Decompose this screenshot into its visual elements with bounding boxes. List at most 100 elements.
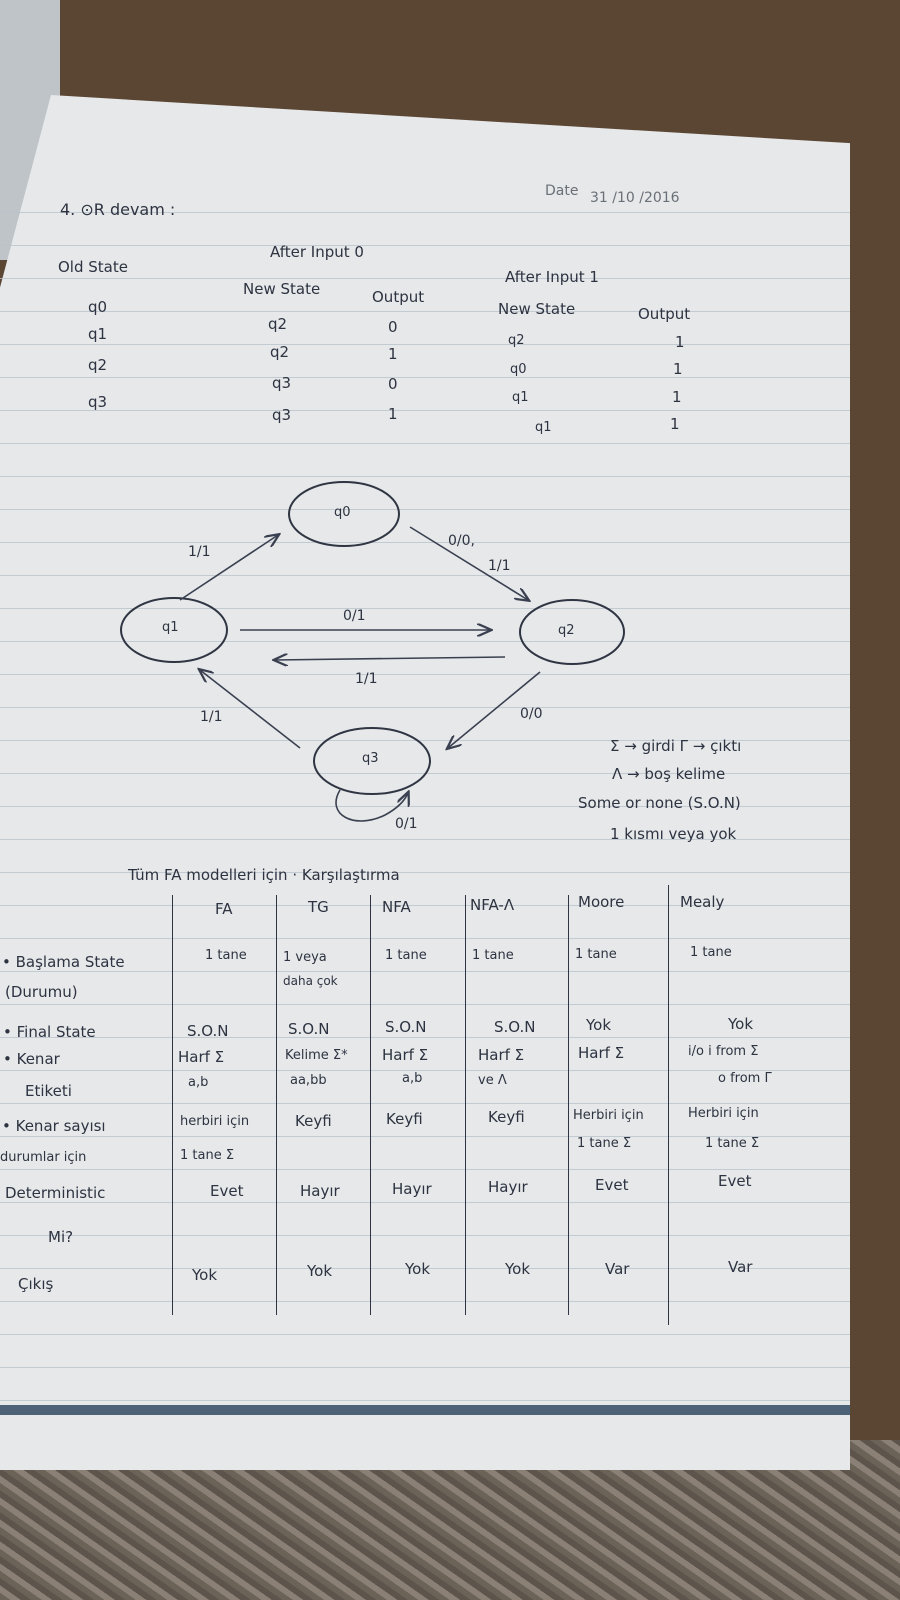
cell-edge-fa: Harf Σ [178, 1048, 225, 1066]
cell-count-fa: herbiri için [180, 1114, 250, 1129]
cell-edge-nfa: Harf Σ [382, 1046, 429, 1064]
col-new-state-input1: New State [498, 300, 576, 318]
edge-label: 0/1 [395, 816, 418, 832]
cell-old-state: q1 [88, 325, 108, 343]
cell-final-tg: S.O.N [288, 1020, 330, 1038]
comparison-title: Tüm FA modelleri için · Karşılaştırma [128, 866, 400, 884]
edge-q3-q1 [200, 670, 301, 749]
state-q2-label: q2 [558, 623, 575, 638]
cell-old-state: q3 [88, 393, 108, 411]
edge-q2-q3 [448, 671, 541, 748]
cell-out-nfa-lambda: Yok [505, 1260, 531, 1278]
cell-count-nfa-lambda: Keyfi [488, 1108, 525, 1126]
cell-out-tg: Yok [307, 1262, 333, 1280]
header-moore: Moore [578, 893, 625, 911]
cell-start-nfa: 1 tane [385, 948, 427, 963]
cell-out-nfa: Yok [405, 1260, 431, 1278]
state-diagram: q0 q1 q2 q3 1/1 0/0, 1/1 0/1 1/1 1/1 0/0… [120, 481, 625, 832]
edge-label: 1/1 [488, 558, 511, 574]
header-mealy: Mealy [680, 893, 725, 911]
cell-count-nfa: Keyfi [386, 1110, 423, 1128]
page-bottom-band [0, 1405, 850, 1415]
col-output-input1: Output [638, 305, 691, 323]
cell-edge-moore: Harf Σ [578, 1044, 625, 1062]
group-header-input0: After Input 0 [270, 243, 364, 261]
cell-new-state-0: q2 [268, 315, 288, 333]
cell-edge-nfa-lambda-example: ve Λ [478, 1073, 507, 1088]
cell-det-tg: Hayır [300, 1182, 340, 1200]
cell-count-moore: Herbiri için [573, 1108, 644, 1123]
cell-new-state-0: q2 [270, 343, 290, 361]
cell-output-1: 1 [673, 360, 683, 378]
cell-output-0: 0 [388, 375, 398, 393]
state-q3-label: q3 [362, 751, 379, 766]
cell-output-0: 1 [388, 405, 398, 423]
row-label-final-state: • Final State [3, 1023, 96, 1041]
row-label-edge-sub: Etiketi [25, 1082, 72, 1100]
edge-label: 1/1 [355, 671, 378, 687]
row-label-start-state: • Başlama State [2, 953, 125, 971]
group-header-input1: After Input 1 [505, 268, 599, 286]
edge-label: 0/0, [448, 533, 475, 549]
cell-output-1: 1 [675, 333, 685, 351]
cell-edge-mealy: i/o i from Σ [688, 1044, 759, 1059]
cell-edge-nfa-lambda: Harf Σ [478, 1046, 525, 1064]
col-new-state-input0: New State [243, 280, 321, 298]
note-line-2: Λ → boş kelime [612, 765, 726, 783]
cell-edge-tg: Kelime Σ* [285, 1048, 348, 1063]
cell-count-tg: Keyfi [295, 1112, 332, 1130]
cell-new-state-0: q3 [272, 374, 292, 392]
cell-det-nfa: Hayır [392, 1180, 432, 1198]
cell-start-tg-extra: daha çok [283, 974, 338, 988]
state-q1-label: q1 [162, 620, 179, 635]
col-output-input0: Output [372, 288, 425, 306]
state-q0 [288, 481, 400, 547]
cell-old-state: q2 [88, 356, 108, 374]
cell-final-fa: S.O.N [187, 1022, 229, 1040]
row-label-edge-count-sub: durumlar için [0, 1150, 87, 1165]
cell-final-mealy: Yok [728, 1015, 754, 1033]
cell-new-state-1: q1 [535, 420, 552, 435]
row-label-edge: • Kenar [3, 1050, 60, 1068]
cell-out-mealy: Var [728, 1258, 753, 1276]
edge-label: 0/1 [343, 608, 366, 624]
cell-count-mealy: Herbiri için [688, 1106, 759, 1121]
cell-edge-mealy-example: o from Γ [718, 1071, 772, 1086]
cell-count-mealy-sub: 1 tane Σ [705, 1136, 760, 1151]
cell-start-tg: 1 veya [283, 950, 327, 965]
cell-out-fa: Yok [192, 1266, 218, 1284]
header-nfa: NFA [382, 898, 411, 916]
cell-edge-fa-example: a,b [188, 1075, 209, 1090]
cell-edge-nfa-example: a,b [402, 1071, 423, 1086]
cell-new-state-1: q1 [512, 390, 529, 405]
note-line-3: Some or none (S.O.N) [578, 794, 741, 812]
row-label-output: Çıkış [18, 1275, 54, 1293]
cell-output-0: 1 [388, 345, 398, 363]
column-divider [276, 895, 277, 1315]
state-q2 [519, 599, 625, 665]
note-line-1: Σ → girdi Γ → çıktı [610, 737, 742, 755]
header-tg: TG [308, 898, 329, 916]
cell-new-state-1: q0 [510, 362, 527, 377]
cell-final-nfa: S.O.N [385, 1018, 427, 1036]
column-divider [172, 895, 173, 1315]
edge-label: 1/1 [188, 544, 211, 560]
cell-det-nfa-lambda: Hayır [488, 1178, 528, 1196]
cell-start-mealy: 1 tane [690, 945, 732, 960]
edge-q0-q2 [409, 526, 528, 600]
cell-det-moore: Evet [595, 1176, 629, 1194]
col-old-state: Old State [58, 258, 128, 276]
cell-out-moore: Var [605, 1260, 630, 1278]
cell-count-moore-sub: 1 tane Σ [577, 1136, 632, 1151]
edge-q2-q1 [275, 657, 506, 660]
section-title: 4. ⊙R devam : [60, 200, 176, 219]
ruled-lines [0, 180, 850, 1420]
edge-label: 0/0 [520, 706, 543, 722]
row-label-deterministic-sub: Mi? [48, 1228, 74, 1246]
cell-new-state-0: q3 [272, 406, 292, 424]
date-label: Date [545, 183, 579, 199]
state-q0-label: q0 [334, 505, 351, 520]
cell-output-1: 1 [670, 415, 680, 433]
state-q1 [120, 597, 228, 663]
cell-det-fa: Evet [210, 1182, 244, 1200]
